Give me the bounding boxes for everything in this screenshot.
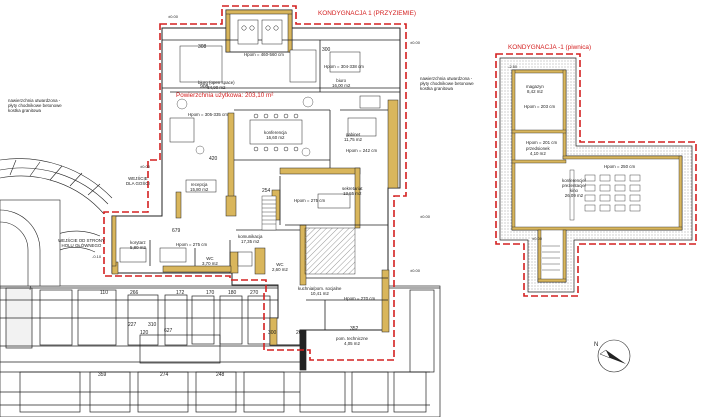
level-mark: ±0.00: [532, 236, 542, 241]
basement-title: KONDYGNACJA -1 (piwnica): [508, 44, 592, 51]
level-mark: ±0.00: [420, 214, 430, 219]
dimension: 110: [100, 290, 108, 296]
room-hpom-kom: Hpom = 275 cm: [176, 242, 208, 247]
level-mark: ±0.00: [140, 164, 150, 169]
basement-plan: [499, 57, 693, 293]
dimension: 908: [200, 84, 209, 90]
level-mark: -2.50: [508, 64, 518, 69]
dimension: 266: [130, 290, 139, 296]
room-kino: konferencje/ prezentacje/ kino 26,09 m2: [562, 178, 586, 199]
dimension: 200: [296, 330, 305, 336]
room-biuro-open: biuro (open space) 34,90 m2: [198, 80, 235, 91]
room-hpom-mag: Hpom = 203 cm: [524, 104, 556, 109]
room-hpom-kino: Hpom = 250 cm: [604, 164, 636, 169]
room-hpom-biuro2: Hpom = 304-338 cm: [324, 64, 364, 69]
dimension: 170: [206, 290, 215, 296]
guest-entrance-label: WEJŚCIE DLA GOŚCI: [126, 176, 150, 187]
level-mark: -0.10: [92, 254, 102, 259]
dimension: 310: [148, 322, 157, 328]
room-gabinet: gabinet 11,75 m2: [344, 132, 362, 143]
dimension: 420: [209, 156, 218, 162]
room-magazyn: magazyn 8,42 m2: [526, 84, 544, 95]
dimension: 627: [164, 328, 173, 334]
room-hpom-sas: Hpom = 201 cm: [526, 140, 558, 145]
dimension: 274: [160, 372, 169, 378]
room-sekretariat: sekretariat 13,55 m2: [342, 186, 363, 197]
circular-arcade: [0, 158, 113, 291]
room-hpom-gab: Hpom = 242 cm: [346, 148, 378, 153]
dimension: 352: [350, 326, 359, 332]
room-recepcja: recepcja 15,80 m2: [190, 182, 209, 193]
room-hpom-konf: Hpom = 305-335 cm: [188, 112, 228, 117]
room-techniczne: pom. techniczne 4,05 m2: [336, 336, 368, 347]
paving-note-right: nawierzchnia utwardzona - płyty chodniko…: [420, 76, 474, 92]
dimension: 227: [128, 322, 137, 328]
level-mark: ±0.00: [168, 14, 178, 19]
dimension: 120: [140, 330, 149, 336]
svg-text:N: N: [594, 342, 598, 348]
dimension: 248: [216, 372, 225, 378]
paving-note-left: nawierzchnia utwardzona - płyty chodniko…: [8, 98, 62, 114]
north-arrow: N: [594, 339, 631, 373]
level-mark: ±0.00: [410, 40, 420, 45]
main-building: [111, 9, 401, 346]
dimension: 300: [322, 47, 331, 53]
level-mark: ±0.00: [410, 268, 420, 273]
room-sas: przedsionek 4,10 m2: [526, 146, 550, 157]
street-entrance-label: WEJŚCIE OD STRONY HOLU GŁÓWNEGO: [58, 238, 105, 249]
room-wc-b: WC 2,60 m2: [272, 262, 288, 273]
dimension: 679: [172, 228, 181, 234]
room-wc-a: WC 3,70 m2: [202, 256, 218, 267]
room-kuchnia: kuchnia/pom. socjalne 10,41 m2: [298, 286, 342, 297]
dimension: 359: [98, 372, 107, 378]
room-biuro2: biuro 16,00 m2: [332, 78, 351, 89]
ground-floor-title: KONDYGNACJA 1 (PRZYZIEMIE): [318, 10, 417, 17]
room-komunikacja: komunikacja 17,35 m2: [238, 234, 263, 245]
dimension: 172: [176, 290, 185, 296]
room-hpom-kuch: Hpom = 270 cm: [344, 296, 376, 301]
dimension: 300: [268, 330, 277, 336]
room-hpom-open: Hpom = 460-560 cm: [244, 52, 284, 57]
usable-area-label: Powierzchnia użytkowa: 203,10 m²: [176, 92, 274, 99]
dimension: 308: [198, 44, 207, 50]
boundary-lines: [103, 5, 697, 361]
dimension: 270: [250, 290, 259, 296]
room-hpom-sekr: Hpom = 275 cm: [294, 198, 326, 203]
dimension: 180: [228, 290, 237, 296]
room-korytarz: korytarz 5,80 m2: [130, 240, 146, 251]
dimension: 254: [262, 188, 271, 194]
room-konferencja: konferencja 16,60 m2: [264, 130, 287, 141]
